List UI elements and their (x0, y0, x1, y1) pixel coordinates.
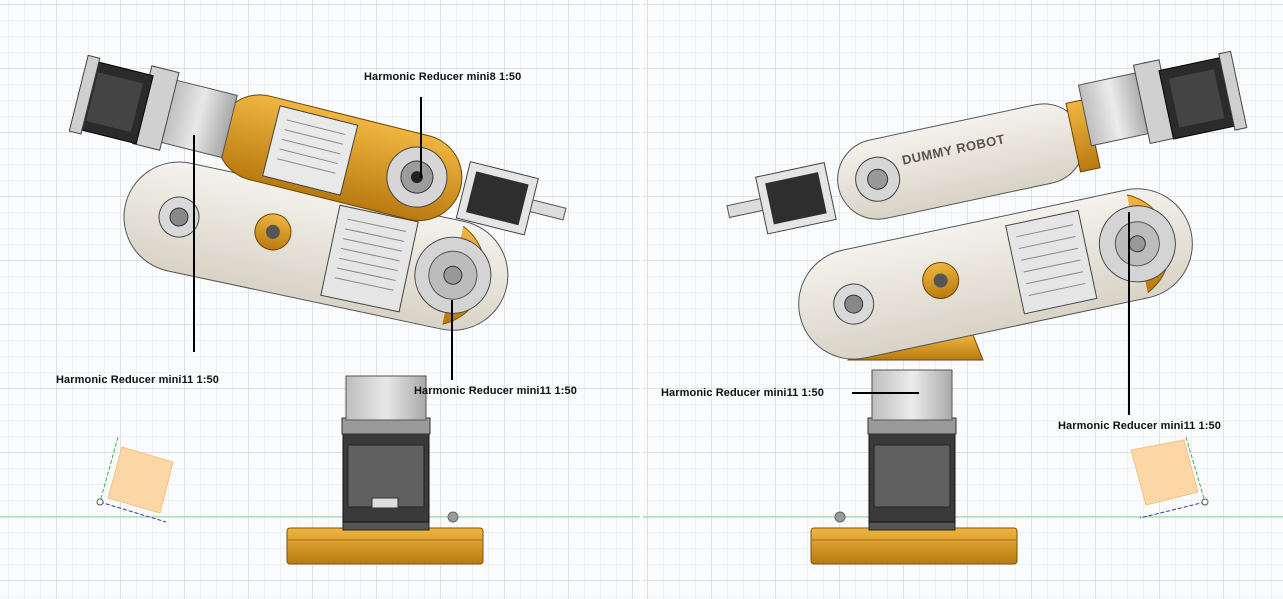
label-top-reducer: Harmonic Reducer mini8 1:50 (364, 71, 522, 83)
upper-arm-reducer (131, 65, 238, 159)
upper-arm-stepper-right (1158, 50, 1248, 140)
view-cube-icon (96, 436, 174, 523)
base-reducer-housing (341, 375, 431, 435)
wrist-stepper-right (726, 162, 837, 235)
lower-arm (123, 161, 509, 331)
origin-icon-right (834, 511, 846, 523)
base-stepper-motor (342, 429, 430, 531)
base-plate (286, 527, 484, 565)
left-view-panel: Harmonic Reducer mini8 1:50 Harmonic Red… (0, 0, 640, 599)
upper-arm-right (837, 98, 1101, 220)
left-robot-drawing (0, 54, 640, 565)
label-elbow-reducer: Harmonic Reducer mini11 1:50 (1058, 420, 1221, 432)
lower-arm-right (798, 188, 1193, 360)
panel-divider (640, 0, 643, 599)
origin-icon (447, 511, 459, 523)
right-robot-drawing (643, 50, 1283, 565)
label-right-reducer: Harmonic Reducer mini11 1:50 (414, 385, 577, 397)
base-stepper-motor-right (868, 429, 956, 531)
upper-arm-stepper (68, 54, 154, 145)
upper-arm (216, 94, 463, 222)
base-plate-right (810, 527, 1018, 565)
label-left-reducer: Harmonic Reducer mini11 1:50 (56, 374, 219, 386)
right-view-panel: DUMMY ROBOT Harmonic Reducer mini11 1:50… (643, 0, 1283, 599)
view-cube-icon-right (1130, 436, 1209, 519)
upper-arm-reducer-right (1077, 59, 1177, 147)
label-base-reducer: Harmonic Reducer mini11 1:50 (661, 387, 824, 399)
wrist-stepper (455, 161, 567, 236)
